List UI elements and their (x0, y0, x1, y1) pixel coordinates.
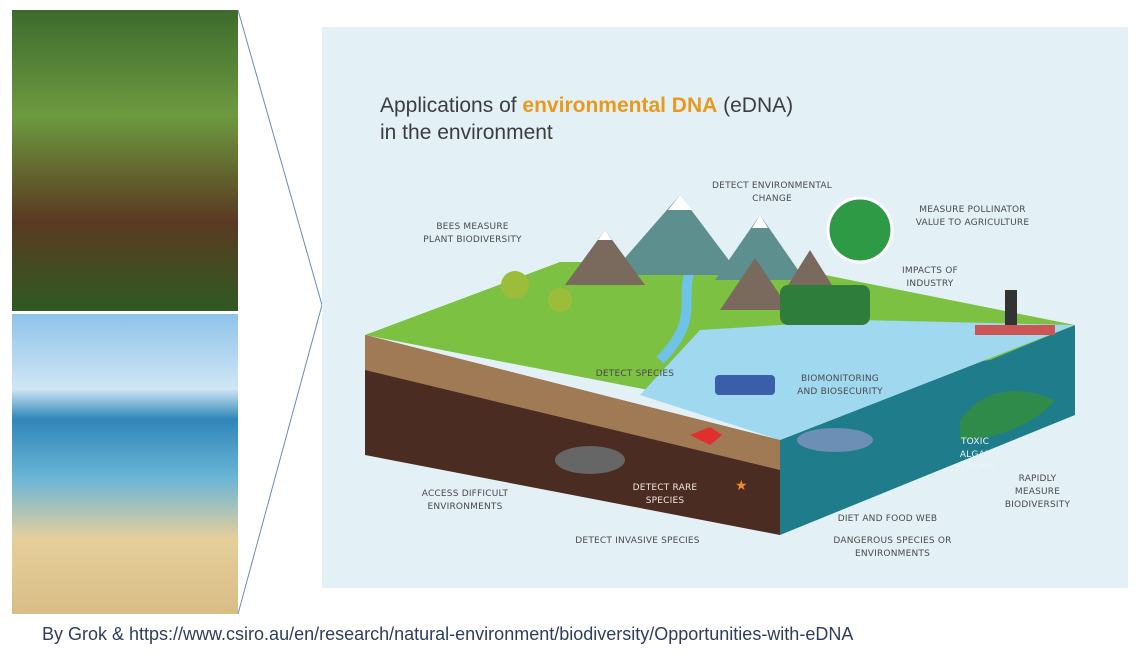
scientists-forest-photo (12, 10, 238, 311)
label-toxic-algal: TOXIC ALGAL BLOOMS (955, 437, 995, 473)
label-access-difficult: ACCESS DIFFICULT ENVIRONMENTS (421, 489, 509, 512)
label-bees: BEES MEASURE PLANT BIODIVERSITY (423, 222, 522, 245)
title-prefix: Applications of (380, 94, 523, 117)
mountain (715, 215, 805, 280)
source-caption: By Grok & https://www.csiro.au/en/resear… (42, 624, 854, 644)
title-line2: in the environment (380, 121, 553, 144)
title-highlight: environmental DNA (522, 94, 718, 117)
label-industry: IMPACTS OF INDUSTRY (902, 266, 958, 289)
water-face (780, 325, 1075, 535)
label-env-change: DETECT ENVIRONMENTAL CHANGE (712, 181, 832, 204)
label-biomonitoring: BIOMONITORING AND BIOSECURITY (797, 374, 883, 397)
label-detect-species: DETECT SPECIES (595, 369, 675, 379)
tree (548, 288, 572, 312)
mountain (785, 250, 835, 290)
scientists-beach-photo (12, 314, 238, 614)
river (656, 268, 695, 364)
label-rapid-biodiversity: RAPIDLY MEASURE BIODIVERSITY (1004, 474, 1071, 510)
soil-layer (365, 335, 780, 470)
mountain (565, 230, 645, 285)
boat (715, 375, 775, 395)
tree (501, 271, 529, 299)
pollinator-icon (826, 196, 894, 264)
orchard (780, 285, 870, 325)
label-dangerous-species: DANGEROUS SPECIES OR ENVIRONMENTS (833, 536, 952, 559)
mountain (720, 258, 790, 310)
cave (555, 446, 625, 474)
infographic-title: Applications of environmental DNA (eDNA)… (380, 92, 793, 146)
whale-shark (797, 428, 873, 452)
label-pollinator: MEASURE POLLINATOR VALUE TO AGRICULTURE (915, 205, 1030, 228)
algal-bloom (960, 391, 1055, 440)
label-rare-species: DETECT RARE SPECIES (632, 483, 698, 506)
oil-rig (1005, 290, 1017, 330)
label-invasive-species: DETECT INVASIVE SPECIES (575, 536, 700, 546)
label-diet-food-web: DIET AND FOOD WEB (837, 514, 938, 524)
sea-surface (640, 320, 1075, 440)
title-suffix: (eDNA) (717, 94, 794, 117)
starfish: ★ (735, 477, 748, 493)
mountain (610, 195, 740, 275)
red-creature (690, 427, 722, 445)
